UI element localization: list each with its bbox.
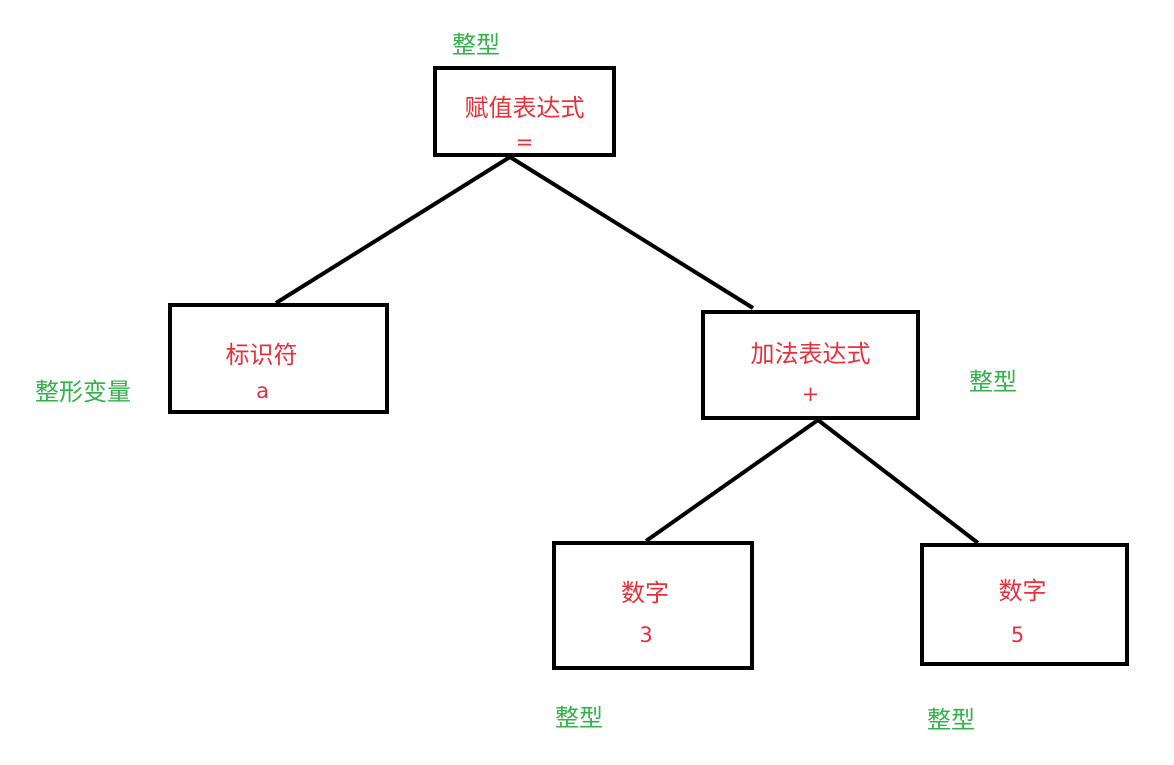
node-identifier: 标识符 a <box>168 303 389 414</box>
edge-assign-to-add <box>508 155 755 310</box>
edge-add-to-num5 <box>816 418 980 545</box>
node-addition-expression: 加法表达式 + <box>701 310 920 420</box>
node-value: 5 <box>1010 623 1025 647</box>
edge-assign-to-ident <box>274 155 512 305</box>
type-label-assign: 整型 <box>452 31 500 59</box>
node-title: 标识符 <box>225 341 298 369</box>
node-title: 赋值表达式 <box>464 94 585 122</box>
node-number-5: 数字 5 <box>920 543 1129 666</box>
node-assignment-expression: 赋值表达式 = <box>433 66 616 157</box>
edge-add-to-num3 <box>644 418 820 543</box>
node-value: a <box>256 379 269 403</box>
type-label-ident: 整形变量 <box>35 378 131 406</box>
node-number-3: 数字 3 <box>552 541 754 670</box>
node-value: = <box>515 130 534 154</box>
node-title: 加法表达式 <box>750 340 871 368</box>
type-label-add: 整型 <box>969 368 1017 396</box>
type-label-num3: 整型 <box>555 704 603 732</box>
node-title: 数字 <box>621 579 669 607</box>
node-value: + <box>801 382 820 406</box>
type-label-num5: 整型 <box>927 706 975 734</box>
node-value: 3 <box>639 623 653 647</box>
node-title: 数字 <box>998 577 1047 605</box>
